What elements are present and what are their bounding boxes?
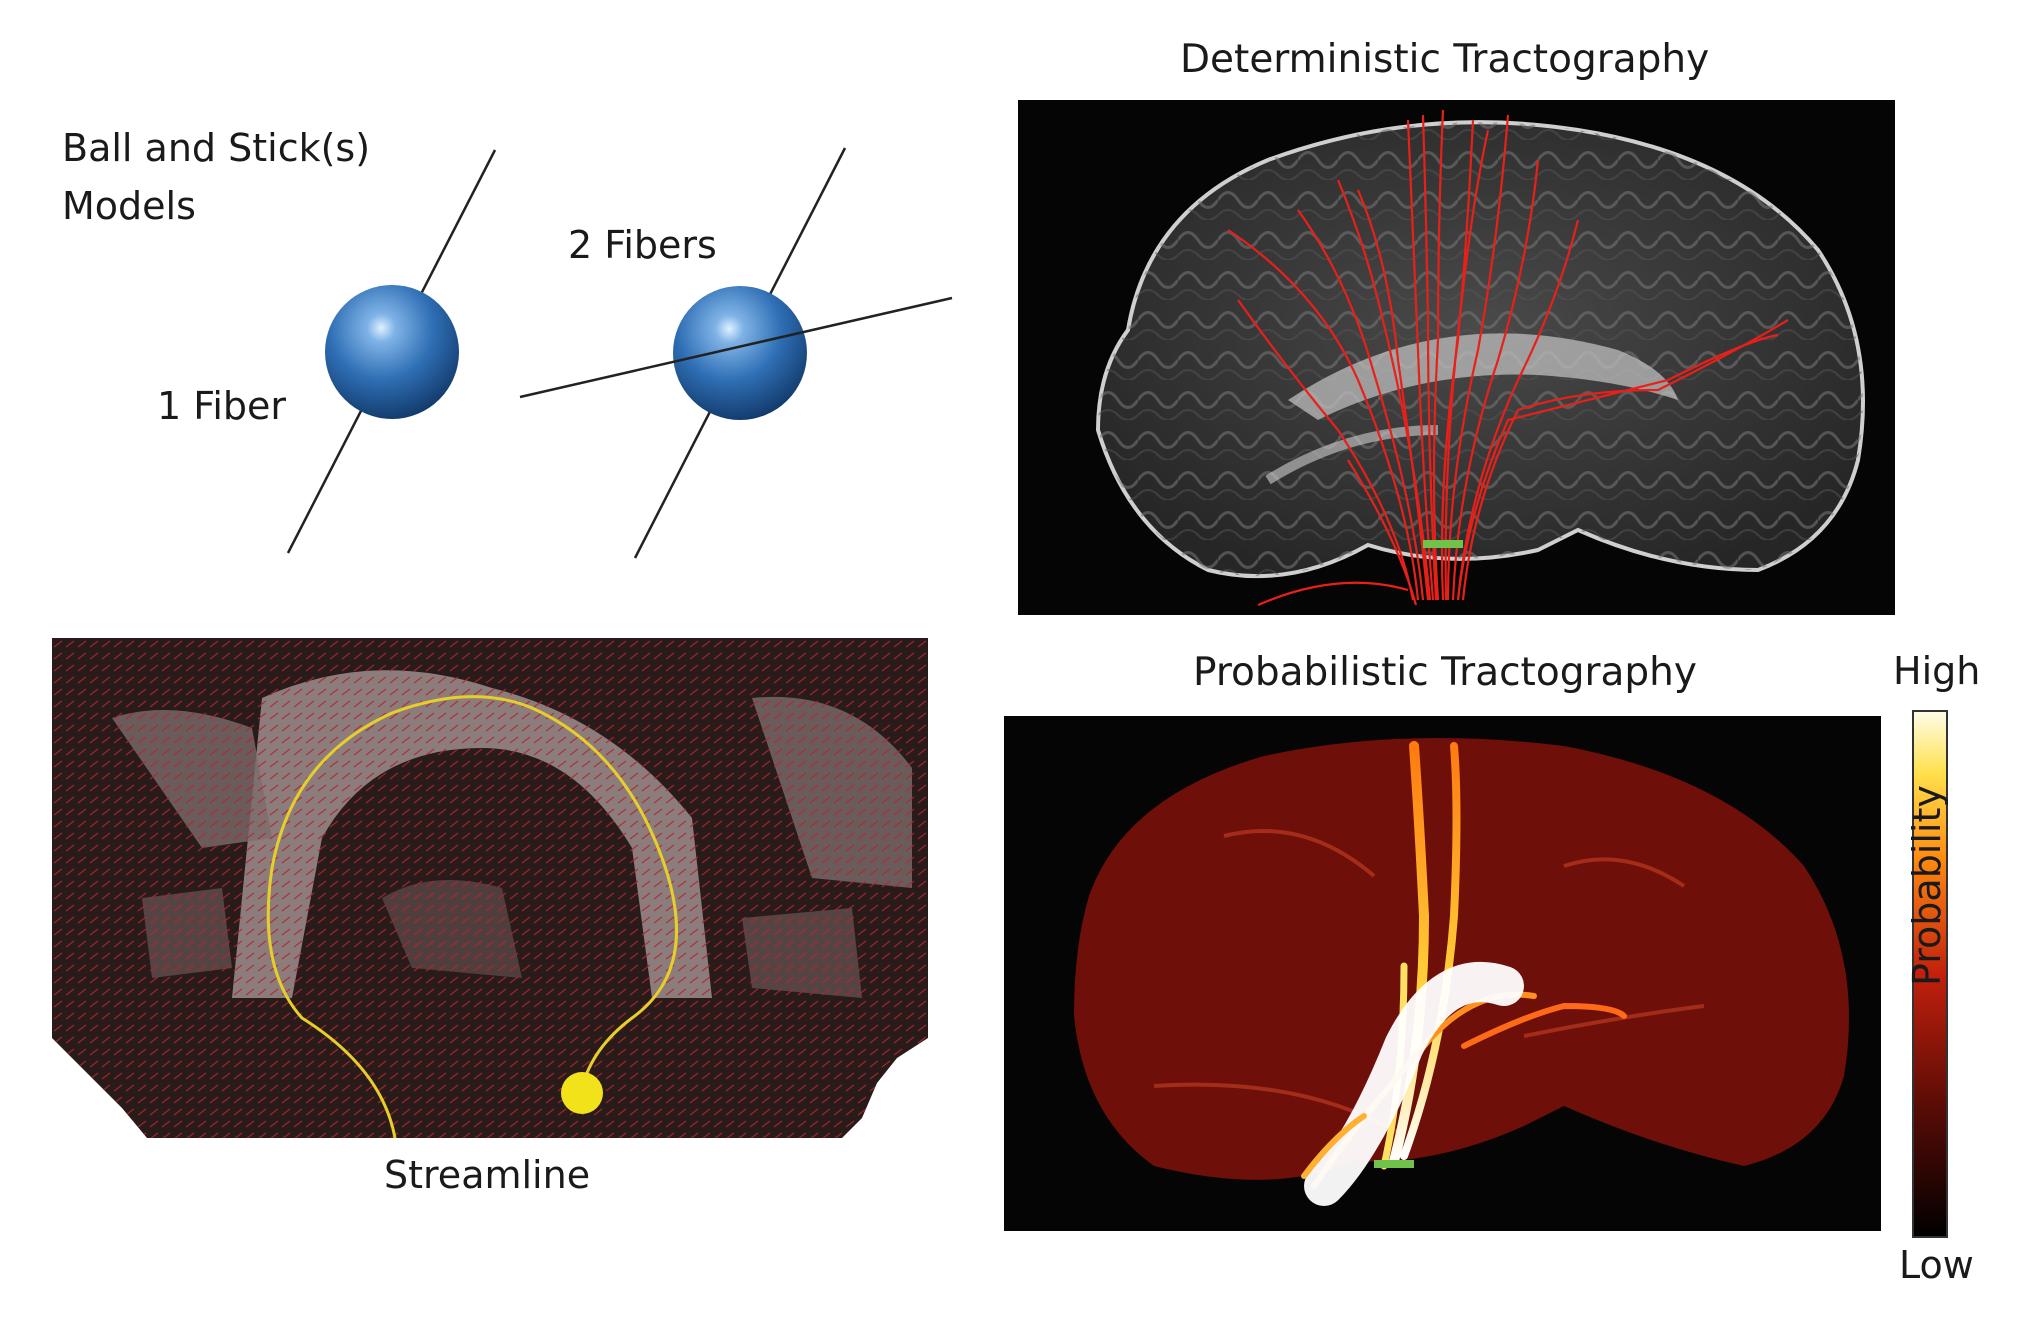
streamline-path — [266, 695, 679, 1138]
probabilistic-title: Probabilistic Tractography — [1193, 650, 1697, 695]
streamline-label: Streamline — [384, 1153, 591, 1197]
probabilistic-panel — [1004, 716, 1881, 1231]
two-fiber-stick-b — [519, 296, 953, 399]
one-fiber-label: 1 Fiber — [157, 384, 287, 428]
two-fiber-ball — [673, 286, 807, 420]
probability-brain-mask — [1074, 738, 1849, 1180]
probability-colorbar — [1912, 710, 1948, 1238]
one-fiber-ball — [325, 285, 459, 419]
deterministic-seed-marker — [1423, 540, 1463, 548]
models-title-line1: Ball and Stick(s) — [62, 126, 371, 170]
deterministic-tracts — [1227, 109, 1789, 607]
colorbar-high-label: High — [1893, 649, 1981, 693]
probabilistic-tracts — [1301, 741, 1627, 1206]
colorbar-axis-label: Probability — [1905, 785, 1949, 986]
colorbar-low-label: Low — [1899, 1243, 1974, 1287]
two-fibers-label: 2 Fibers — [568, 223, 717, 267]
streamline-panel — [52, 638, 928, 1138]
seed-point — [561, 1072, 603, 1114]
probabilistic-seed-marker — [1374, 1160, 1414, 1168]
deterministic-title: Deterministic Tractography — [1180, 37, 1710, 82]
ball-and-stick-diagram — [286, 147, 953, 559]
deterministic-panel — [1018, 100, 1895, 615]
models-title-line2: Models — [62, 184, 196, 228]
